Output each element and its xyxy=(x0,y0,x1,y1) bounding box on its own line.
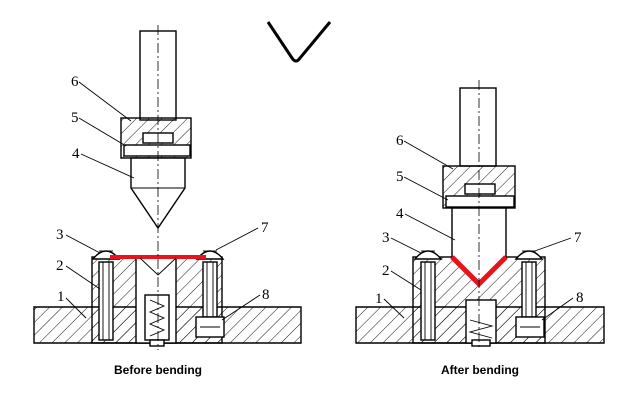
label-7-after: 7 xyxy=(574,230,582,246)
after-bending-assembly xyxy=(355,80,605,350)
v-bend-symbol-icon xyxy=(266,21,332,63)
label-8-before: 8 xyxy=(262,287,270,303)
label-6-after: 6 xyxy=(396,133,404,149)
label-2-before: 2 xyxy=(56,258,64,274)
label-7-before: 7 xyxy=(261,220,269,236)
leaders-before xyxy=(65,81,261,321)
label-6-before: 6 xyxy=(71,74,79,90)
leaders-after xyxy=(383,140,574,321)
label-3-before: 3 xyxy=(56,227,64,243)
label-4-before: 4 xyxy=(72,146,80,162)
label-3-after: 3 xyxy=(382,230,390,246)
label-1-before: 1 xyxy=(57,289,65,305)
part-labels-before: 6 5 4 3 2 1 7 8 xyxy=(56,74,270,305)
label-5-after: 5 xyxy=(396,169,404,185)
label-1-after: 1 xyxy=(375,291,383,307)
label-5-before: 5 xyxy=(71,110,79,126)
caption-after: After bending xyxy=(441,363,519,377)
before-bending-assembly xyxy=(33,25,302,350)
part-labels-after: 6 5 4 3 2 1 7 8 xyxy=(375,133,584,307)
label-4-after: 4 xyxy=(396,206,404,222)
label-8-after: 8 xyxy=(576,290,584,306)
caption-before: Before bending xyxy=(114,363,202,377)
label-2-after: 2 xyxy=(382,263,390,279)
